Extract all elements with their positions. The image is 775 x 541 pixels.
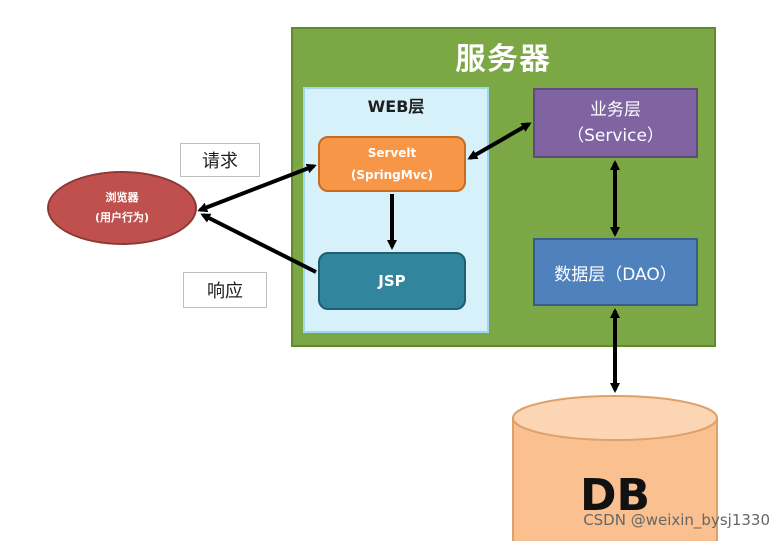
servelt-box: Servelt (SpringMvc) <box>318 136 466 192</box>
response-arrow <box>200 213 317 274</box>
browser-ellipse: 浏览器 (用户行为) <box>47 171 197 245</box>
server-title: 服务器 <box>455 42 552 77</box>
web-layer-title: WEB层 <box>367 97 425 116</box>
jsp-box: JSP <box>318 252 466 310</box>
service-label: 业务层 <box>590 100 641 120</box>
browser-label: 浏览器 <box>105 191 139 204</box>
request-arrow <box>197 163 317 213</box>
dao-layer-box: 数据层（DAO） <box>533 238 698 306</box>
browser-sublabel: (用户行为) <box>94 211 150 224</box>
db-label: DB <box>579 470 651 521</box>
dao-label: 数据层（DAO） <box>554 264 677 285</box>
service-layer-box: 业务层 （Service） <box>533 88 698 158</box>
request-label: 请求 <box>180 143 260 177</box>
servelt-label: Servelt <box>367 146 417 160</box>
db-cylinder <box>512 395 718 541</box>
servelt-service-arrow <box>467 122 532 160</box>
watermark-text: CSDN @weixin_bysj1330 <box>583 511 770 529</box>
service-sublabel: （Service） <box>567 126 664 146</box>
response-label: 响应 <box>183 272 267 308</box>
servelt-sublabel: (SpringMvc) <box>350 168 434 182</box>
jsp-label: JSP <box>378 272 406 290</box>
